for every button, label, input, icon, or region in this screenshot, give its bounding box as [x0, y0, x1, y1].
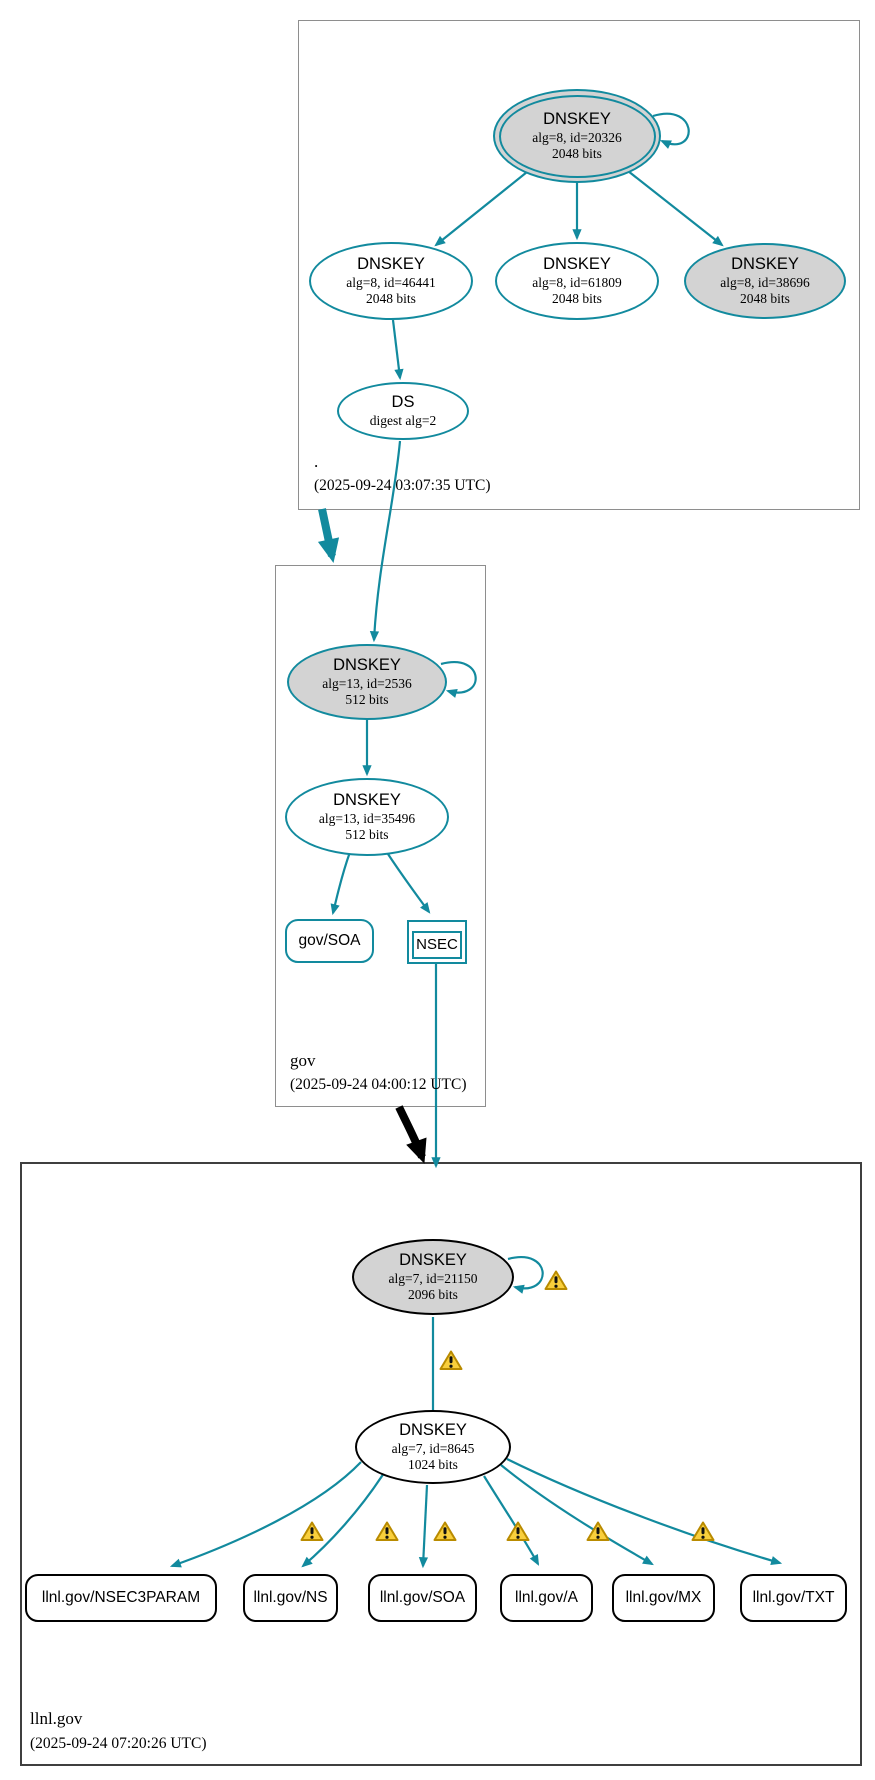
warning-icon-rrsig-txt[interactable]: [691, 1521, 715, 1541]
node-detail: 2048 bits: [366, 290, 416, 306]
node-ds-root[interactable]: DS digest alg=2: [337, 382, 469, 440]
edge-20326-to-38696: [627, 170, 724, 247]
edge-8645-to-nsec3param: [169, 1461, 362, 1568]
node-title: DNSKEY: [543, 110, 611, 129]
zone-label-root: .: [314, 452, 319, 471]
zone-box-llnl-gov: [20, 1162, 862, 1766]
zone-label-gov: gov: [290, 1051, 316, 1070]
warning-icon-rrsig-a[interactable]: [506, 1521, 530, 1541]
node-detail: 512 bits: [345, 691, 389, 707]
warning-icon-21150-8645[interactable]: [439, 1350, 463, 1370]
node-detail: 2048 bits: [552, 290, 602, 306]
edge-8645-to-mx: [500, 1464, 654, 1566]
zone-timestamp-gov: (2025-09-24 04:00:12 UTC): [290, 1076, 467, 1093]
edge-20326-to-46441: [434, 171, 528, 247]
node-dnskey-46441[interactable]: DNSKEY alg=8, id=46441 2048 bits: [309, 242, 473, 320]
rrset-label: llnl.gov/NSEC3PARAM: [41, 1588, 201, 1606]
node-detail: alg=8, id=46441: [346, 274, 436, 290]
zone-box-root: [298, 20, 860, 510]
rrset-label: llnl.gov/MX: [625, 1588, 702, 1606]
node-detail: 1024 bits: [408, 1456, 458, 1472]
warning-icon-rrsig-ns[interactable]: [375, 1521, 399, 1541]
node-detail: alg=13, id=35496: [318, 810, 416, 826]
zone-timestamp-root: (2025-09-24 03:07:35 UTC): [314, 477, 491, 494]
node-dnskey-8645[interactable]: DNSKEY alg=7, id=8645 1024 bits: [355, 1410, 511, 1484]
rrset-label: llnl.gov/SOA: [379, 1588, 466, 1606]
node-rrset-a[interactable]: llnl.gov/A: [500, 1574, 593, 1622]
edge-selfsign-dnskey-21150: [507, 1256, 544, 1294]
edge-delegation-gov-to-llnl: [395, 1105, 427, 1164]
node-title: DNSKEY: [399, 1251, 467, 1270]
edge-selfsign-dnskey-20326: [652, 112, 690, 149]
edge-8645-to-txt: [506, 1458, 783, 1566]
rrset-label: llnl.gov/A: [515, 1588, 578, 1606]
node-detail: alg=7, id=8645: [391, 1440, 475, 1456]
node-title: DS: [391, 393, 415, 412]
node-dnskey-61809[interactable]: DNSKEY alg=8, id=61809 2048 bits: [495, 242, 659, 320]
node-detail: alg=8, id=38696: [720, 274, 810, 290]
node-detail: alg=13, id=2536: [322, 675, 412, 691]
node-rrset-gov-soa[interactable]: gov/SOA: [285, 919, 374, 963]
node-title: DNSKEY: [333, 791, 401, 810]
node-rrset-ns[interactable]: llnl.gov/NS: [243, 1574, 338, 1622]
node-rrset-txt[interactable]: llnl.gov/TXT: [740, 1574, 847, 1622]
node-title: DNSKEY: [731, 255, 799, 274]
node-title: DNSKEY: [357, 255, 425, 274]
node-title: DNSKEY: [333, 656, 401, 675]
node-dnskey-20326[interactable]: DNSKEY alg=8, id=20326 2048 bits: [493, 89, 661, 183]
warning-icon-rrsig-nsec3param[interactable]: [300, 1521, 324, 1541]
edge-8645-to-a: [483, 1475, 540, 1566]
edge-delegation-root-to-gov: [317, 508, 340, 564]
node-dnskey-35496[interactable]: DNSKEY alg=13, id=35496 512 bits: [285, 778, 449, 856]
node-detail: 2048 bits: [552, 145, 602, 161]
node-detail: alg=8, id=20326: [532, 129, 622, 145]
node-rrset-nsec[interactable]: NSEC: [407, 920, 467, 964]
rrset-label: NSEC: [416, 936, 458, 954]
edge-selfsign-dnskey-2536: [440, 661, 477, 698]
warning-icon-rrsig-soa[interactable]: [433, 1521, 457, 1541]
edge-46441-to-ds: [391, 319, 404, 381]
node-dnskey-2536[interactable]: DNSKEY alg=13, id=2536 512 bits: [287, 644, 447, 720]
edge-ds-to-dnskey-2536: [369, 440, 402, 643]
edge-35496-to-nsec: [385, 850, 431, 914]
rrset-label: gov/SOA: [298, 931, 361, 949]
zone-timestamp-llnl-gov: (2025-09-24 07:20:26 UTC): [30, 1735, 207, 1752]
node-detail: 512 bits: [345, 826, 389, 842]
node-detail: alg=8, id=61809: [532, 274, 622, 290]
warning-icon-rrsig-mx[interactable]: [586, 1521, 610, 1541]
edge-8645-to-soa: [418, 1484, 429, 1569]
node-title: DNSKEY: [543, 255, 611, 274]
rrset-label: llnl.gov/TXT: [752, 1588, 835, 1606]
node-dnskey-38696[interactable]: DNSKEY alg=8, id=38696 2048 bits: [684, 243, 846, 319]
rrset-label: llnl.gov/NS: [253, 1588, 328, 1606]
node-detail: 2096 bits: [408, 1286, 458, 1302]
nsec-inner-box: NSEC: [412, 931, 462, 959]
edge-8645-to-ns: [301, 1472, 385, 1568]
node-detail: digest alg=2: [369, 412, 437, 428]
node-dnskey-21150[interactable]: DNSKEY alg=7, id=21150 2096 bits: [352, 1239, 514, 1315]
node-rrset-nsec3param[interactable]: llnl.gov/NSEC3PARAM: [25, 1574, 217, 1622]
node-detail: alg=7, id=21150: [388, 1270, 478, 1286]
node-detail: 2048 bits: [740, 290, 790, 306]
zone-label-llnl-gov: llnl.gov: [30, 1709, 83, 1728]
node-rrset-soa[interactable]: llnl.gov/SOA: [368, 1574, 477, 1622]
edge-35496-to-gov-soa: [330, 851, 352, 916]
zone-box-gov: [275, 565, 486, 1107]
warning-icon-selfsign-21150[interactable]: [544, 1270, 568, 1290]
node-rrset-mx[interactable]: llnl.gov/MX: [612, 1574, 715, 1622]
node-title: DNSKEY: [399, 1421, 467, 1440]
